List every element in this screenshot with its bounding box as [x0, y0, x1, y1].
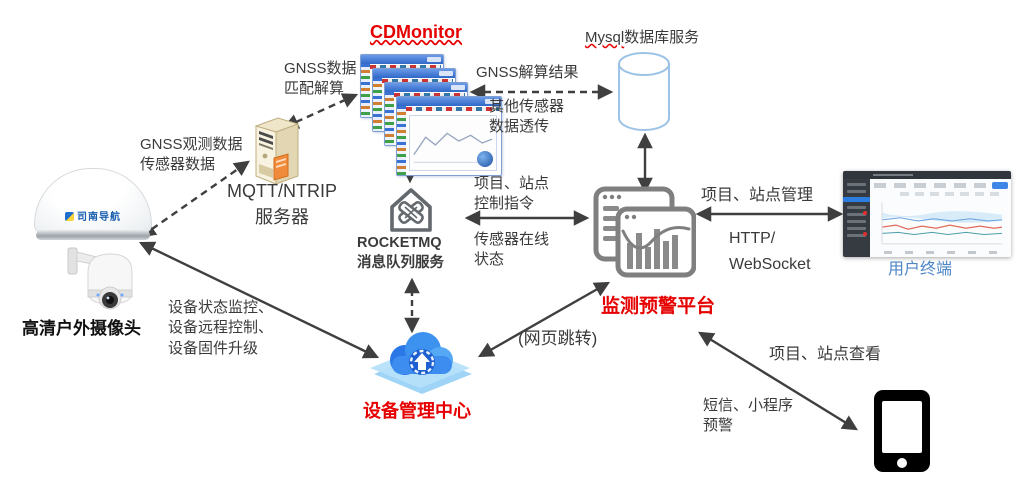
cdmonitor-window-front: [396, 96, 502, 176]
outdoor-camera-icon: [48, 246, 148, 324]
edge-label-project-cmd: 项目、站点 控制指令: [474, 175, 550, 213]
terminal-sidebar-active-item: [843, 197, 870, 202]
edge-devicecenter-platform: [477, 281, 611, 358]
terminal-search-button: [992, 182, 1008, 189]
rocketmq-icon: [381, 180, 441, 238]
edge-platform-phone: [698, 331, 858, 431]
edge-label-gnss-obs: GNSS观测数据 传感器数据: [140, 136, 243, 174]
edge-mqtt-cdmonitor: [282, 93, 359, 129]
phone-home-button: [897, 458, 907, 468]
edge-label-gnss-match: GNSS数据 匹配解算: [284, 60, 357, 98]
edge-dome-mqtt: [140, 160, 250, 238]
cdmonitor-globe-icon: [477, 151, 493, 167]
phone-screen: [882, 401, 922, 453]
device-center-cloud-icon: [360, 324, 482, 398]
mqtt-server-label: MQTT/NTRIP 服务器: [227, 181, 337, 228]
cdmonitor-windows-icon: [360, 54, 502, 176]
antenna-brand: 司南导航: [32, 208, 154, 223]
terminal-filter-row: [874, 183, 989, 188]
platform-label: 监测预警平台: [601, 296, 716, 317]
edge-label-other-sensor: 其他传感器 数据透传: [489, 98, 565, 136]
mqtt-server-icon: [246, 114, 306, 188]
terminal-sidebar: [843, 179, 870, 257]
gnss-antenna-icon: 司南导航: [32, 166, 154, 258]
rocketmq-label: ROCKETMQ 消息队列服务: [357, 235, 444, 271]
edge-label-web-jump: (网页跳转): [518, 329, 598, 348]
comnav-logo-icon: [65, 212, 74, 221]
antenna-dome-shape: [34, 168, 152, 234]
terminal-alert-badge: [863, 232, 867, 236]
mysql-title: Mysql数据库服务: [585, 28, 699, 48]
edge-label-project-view: 项目、站点查看: [769, 346, 882, 363]
edge-label-http-ws: HTTP/ WebSocket: [729, 230, 811, 274]
mysql-database-icon: [615, 50, 673, 134]
edge-label-gnss-result: GNSS解算结果: [476, 64, 579, 81]
user-terminal-screenshot: [843, 171, 1011, 257]
edge-dome-devicecenter: [138, 241, 380, 359]
mysql-title-cn: 数据库服务: [624, 29, 700, 46]
terminal-alert-badge: [863, 211, 867, 215]
terminal-chart: [874, 198, 1008, 248]
terminal-label: 用户终端: [888, 261, 953, 278]
phone-icon: [874, 390, 930, 472]
antenna-base-band: [36, 230, 150, 240]
cdmonitor-chart: [409, 115, 497, 171]
terminal-titlebar: [843, 171, 1011, 179]
terminal-content: [870, 179, 1011, 257]
edge-label-sms-alert: 短信、小程序 预警: [703, 397, 794, 435]
terminal-chart-legend: [900, 192, 1001, 196]
camera-label: 高清户外摄像头: [22, 319, 141, 338]
terminal-xaxis-labels: [884, 251, 1005, 254]
antenna-brand-text: 司南导航: [77, 212, 121, 223]
device-center-label: 设备管理中心: [363, 401, 471, 421]
monitor-platform-icon: [592, 185, 697, 279]
cdmonitor-title: CDMonitor: [370, 22, 462, 42]
mysql-title-en: Mysql: [585, 29, 625, 46]
edge-label-project-mgmt: 项目、站点管理: [701, 187, 814, 204]
edge-label-device-ops: 设备状态监控、 设备远程控制、 设备固件升级: [168, 299, 274, 357]
edge-label-sensor-online: 传感器在线 状态: [474, 231, 550, 269]
